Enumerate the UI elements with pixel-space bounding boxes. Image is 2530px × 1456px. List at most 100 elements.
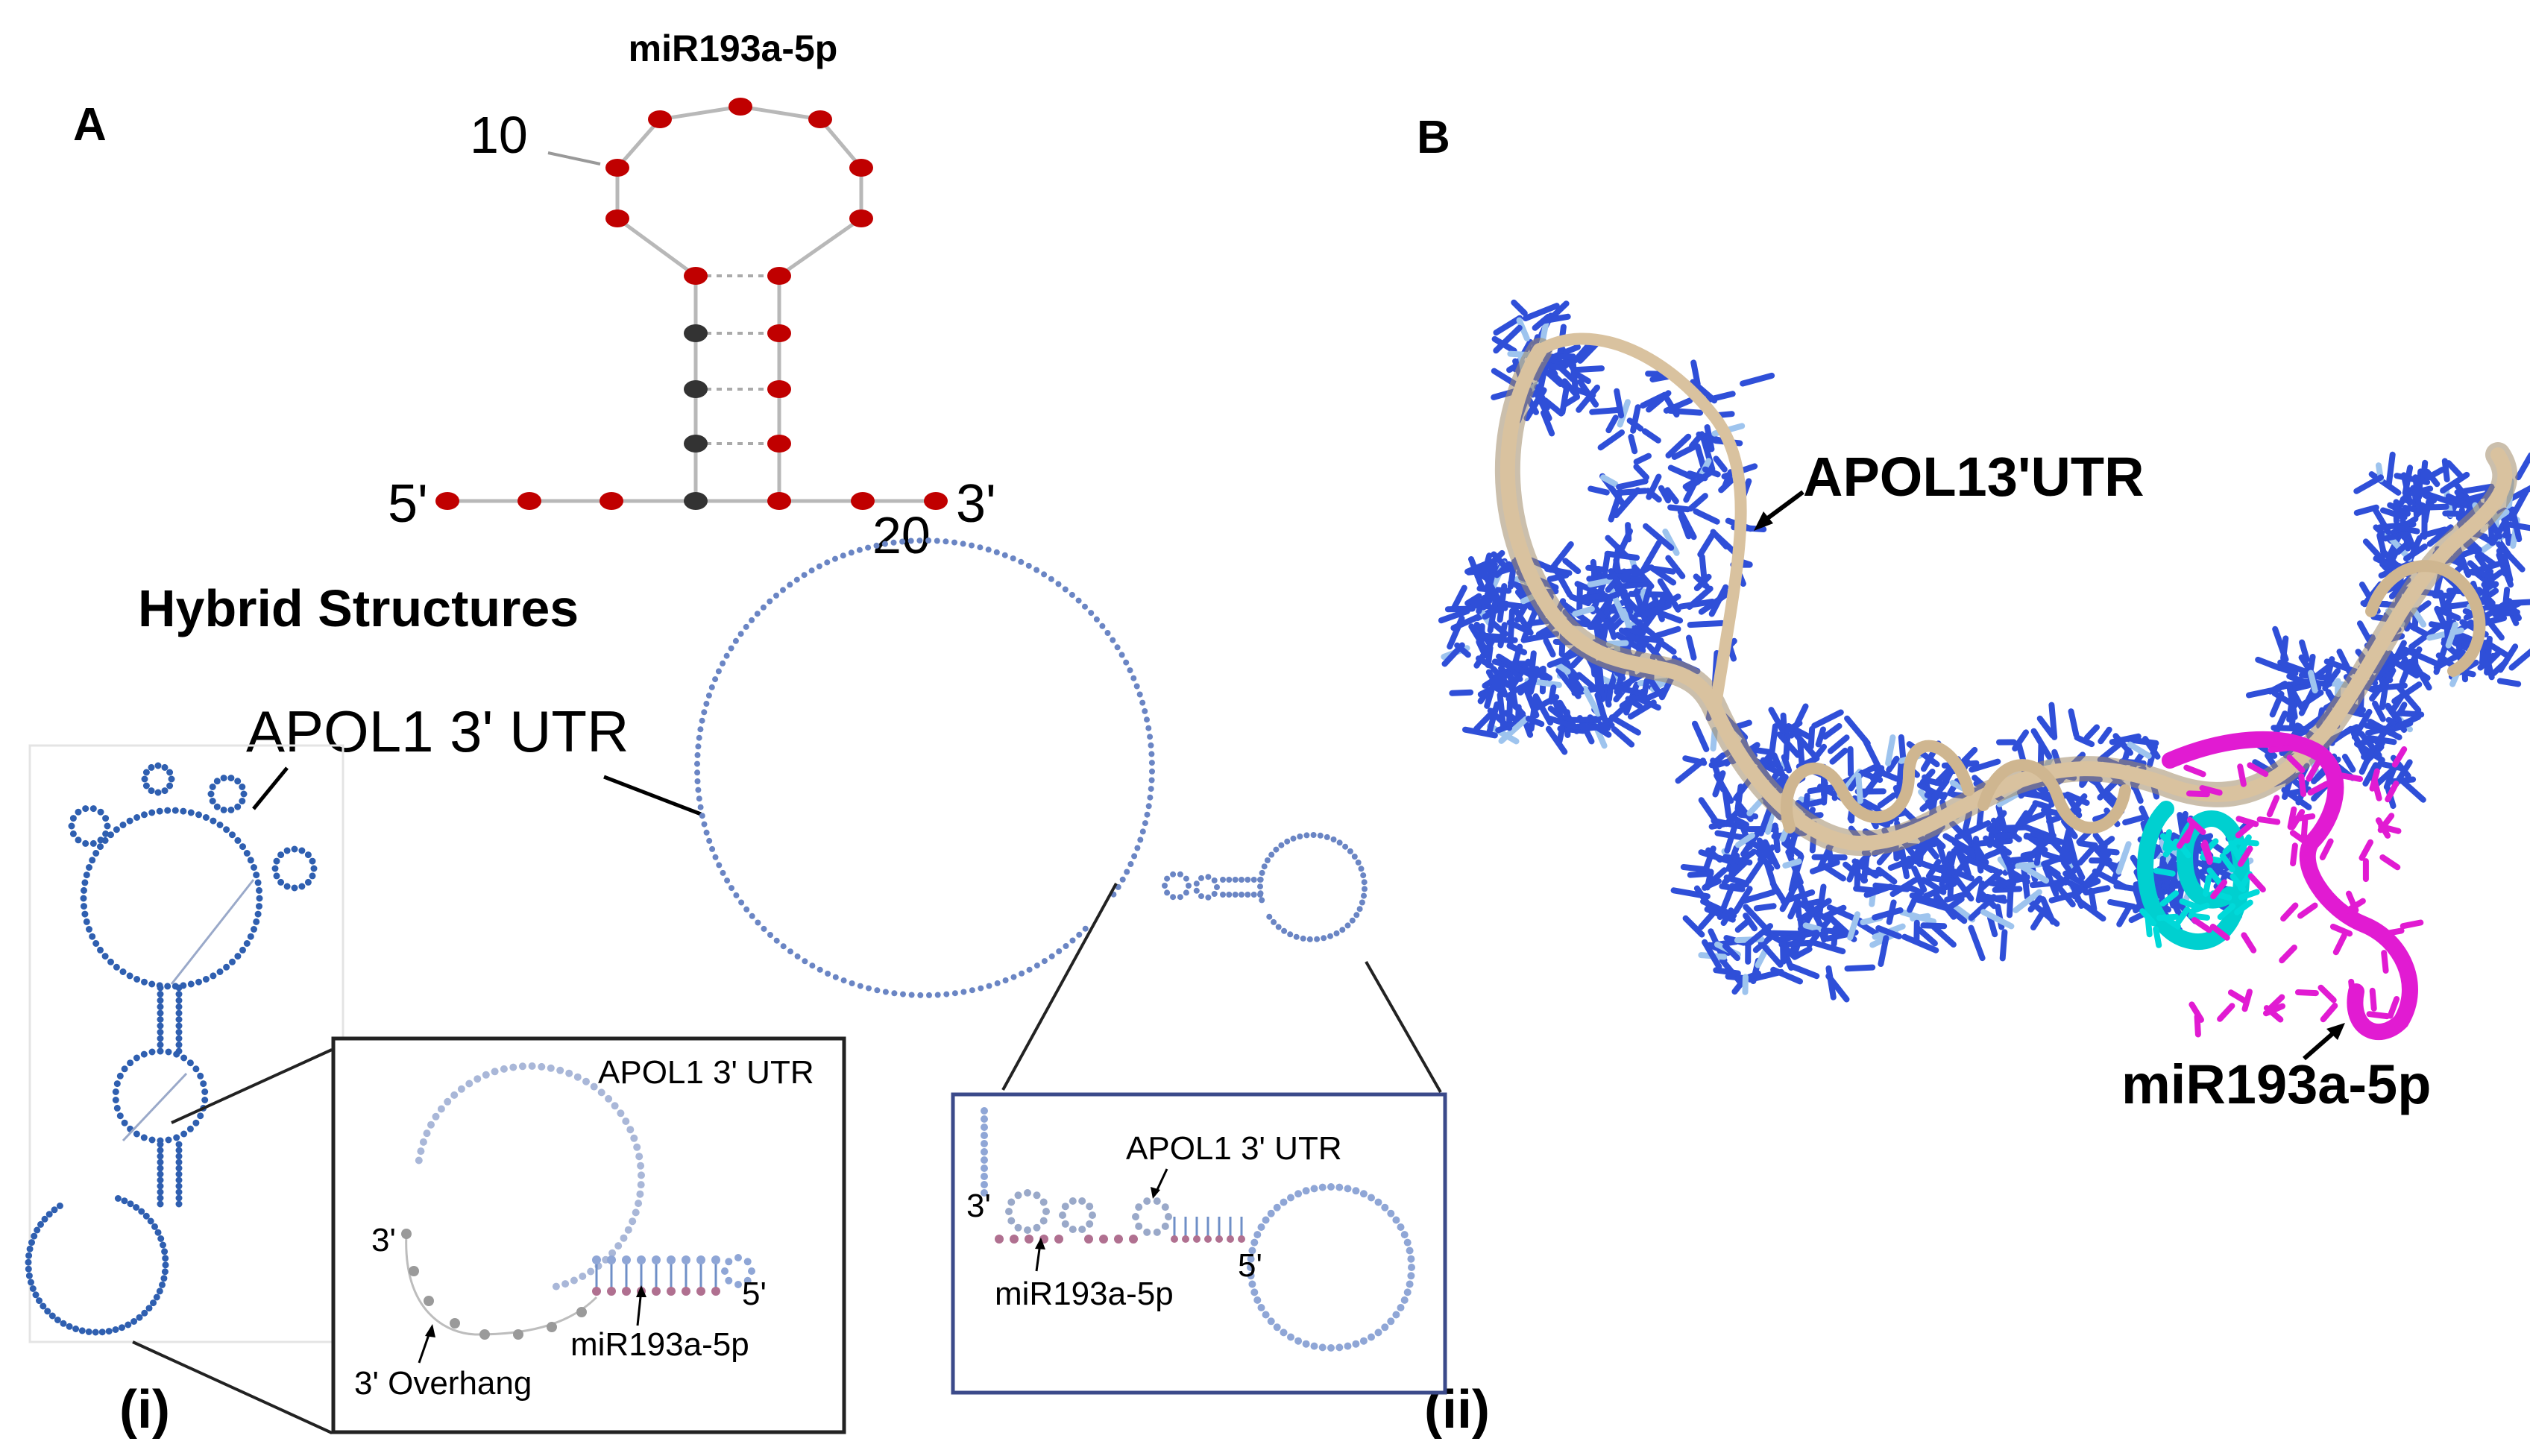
mirna-base-stick [2306, 760, 2321, 782]
base-stick [1910, 913, 1931, 921]
hybrid-i-terminal-loop [44, 1308, 51, 1315]
inset-ii-end-loop [1267, 1317, 1275, 1326]
hybrid-ii-large-loop [738, 899, 745, 906]
inset-i-utr-loop [573, 1073, 582, 1081]
inset-i-mir-nucleotide [667, 1287, 676, 1296]
hybrid-i-terminal-loop [98, 1329, 106, 1336]
cyan-base-stick [2219, 853, 2235, 872]
hybrid-ii-large-loop [801, 572, 808, 579]
hybrid-i-internal-loop [200, 1080, 207, 1088]
base-stick [1663, 397, 1693, 414]
base-stick [1974, 837, 2013, 847]
mirna-base-stick [2317, 753, 2332, 775]
base-stick [2055, 883, 2076, 908]
hybrid-ii-terminal-loop [1271, 918, 1277, 925]
base-stick [1920, 877, 1947, 895]
base-stick [1547, 716, 1579, 730]
hybrid-i-terminal-loop [157, 1235, 165, 1242]
hybrid-i-terminal-loop [25, 1258, 32, 1266]
base-stick [1875, 925, 1902, 939]
hybrid-ii-large-loop [825, 971, 831, 977]
base-stick [1798, 798, 1827, 809]
inset-i-utr-loop [547, 1064, 555, 1072]
inset-ii-bulge [1135, 1222, 1143, 1230]
base-stick [2369, 677, 2389, 702]
cyan-base-stick [2153, 926, 2162, 948]
hybrid-i-loop [86, 864, 92, 871]
hybrid-ii-large-loop [857, 983, 863, 989]
inset-ii-end-loop [1352, 1187, 1360, 1195]
hybrid-ii-terminal-loop [1259, 897, 1265, 904]
mirna-nucleotide [729, 98, 752, 116]
hybrid-i-internal-loop [192, 1065, 200, 1073]
hybrid-ii-bulge [1186, 883, 1192, 889]
inset-ii-mir-nucleotide [1054, 1235, 1063, 1244]
hybrid-i-terminal-loop [141, 1309, 148, 1317]
hybrid-i-loop [81, 903, 87, 910]
mirna-base-stick [2183, 764, 2206, 778]
inset-i-utr-nucleotide [607, 1255, 616, 1264]
cyan-base-stick [2206, 867, 2224, 886]
hybrid-i-internal-loop [180, 1054, 188, 1062]
inset-i-utr-loop [608, 1249, 617, 1257]
hybrid-i-internal-loop [140, 1134, 148, 1141]
hybrid-ii-terminal-loop [1297, 833, 1303, 839]
apol1-pointer-right [603, 775, 702, 816]
hybrid-ii-terminal-loop [1356, 906, 1363, 913]
mirna-base-stick [2235, 820, 2256, 839]
inset-ii-end-loop [1407, 1272, 1415, 1280]
base-stick [2004, 856, 2016, 887]
hybrid-i-hairpin [148, 763, 155, 771]
mirna-base-stick [2400, 919, 2424, 930]
base-stick [2017, 862, 2050, 884]
base-stick [1517, 666, 1546, 696]
inset-ii-end-loop [1403, 1288, 1412, 1296]
hybrid-ii-large-loop [1082, 925, 1089, 932]
inset-ii-utr-tail [981, 1107, 988, 1115]
hybrid-i-terminal-loop [160, 1241, 166, 1249]
hybrid-ii-terminal-loop [1361, 892, 1367, 899]
hybrid-ii-terminal-loop [1275, 924, 1282, 930]
cyan-base-stick [2203, 874, 2212, 897]
mirna-base-stick [2194, 1013, 2201, 1038]
hybrid-ii-large-loop [732, 637, 739, 644]
hybrid-i-terminal-loop [41, 1215, 48, 1223]
base-stick [1863, 883, 1894, 898]
mirna-nucleotide [435, 492, 459, 510]
mirna-base-stick [2186, 816, 2206, 835]
hybrid-i-internal-loop [133, 1054, 140, 1062]
hybrid-i-stem [175, 1003, 183, 1010]
inset-i-utr-nucleotide [652, 1255, 661, 1264]
inset-ii-bulge [1039, 1198, 1048, 1206]
hybrid-i-terminal-loop [125, 1321, 132, 1329]
hybrid-i-internal-loop [116, 1112, 124, 1120]
hybrid-i-hairpin [277, 878, 285, 886]
hybrid-ii-rna [694, 538, 1368, 998]
inset-ii-mir-nucleotide [1204, 1235, 1212, 1243]
mirna-base-stick [2298, 773, 2307, 797]
hybrid-i-terminal-loop [78, 1327, 86, 1334]
base-stick [1896, 760, 1904, 792]
hybrid-i-loop [164, 983, 172, 990]
mirna-base-stick [2286, 754, 2306, 774]
base-stick [1792, 946, 1813, 960]
base-stick [1597, 429, 1625, 451]
hybrid-ii-terminal-loop [1278, 842, 1285, 848]
base-stick [1885, 734, 1896, 766]
inset-i-utr-loop [565, 1069, 573, 1077]
hybrid-ii-stem [1250, 892, 1257, 898]
base-stick [1722, 943, 1740, 962]
base-stick [1633, 453, 1652, 465]
zoom-line-ii-left [1001, 883, 1118, 1091]
hybrid-ii-large-loop [977, 544, 984, 551]
base-stick [1641, 428, 1661, 444]
inset-ii-bulge [1143, 1197, 1151, 1206]
hybrid-ii-large-loop [1110, 637, 1116, 643]
mirna-nucleotide [767, 324, 791, 342]
mirna-base-stick [2346, 890, 2359, 913]
hybrid-ii-large-loop [891, 990, 898, 997]
inset-i-utr-loop [579, 1273, 587, 1280]
utr-ribbon-loop-left [1534, 333, 1747, 714]
base-stick [1438, 608, 1470, 624]
base-stick [1611, 726, 1635, 748]
